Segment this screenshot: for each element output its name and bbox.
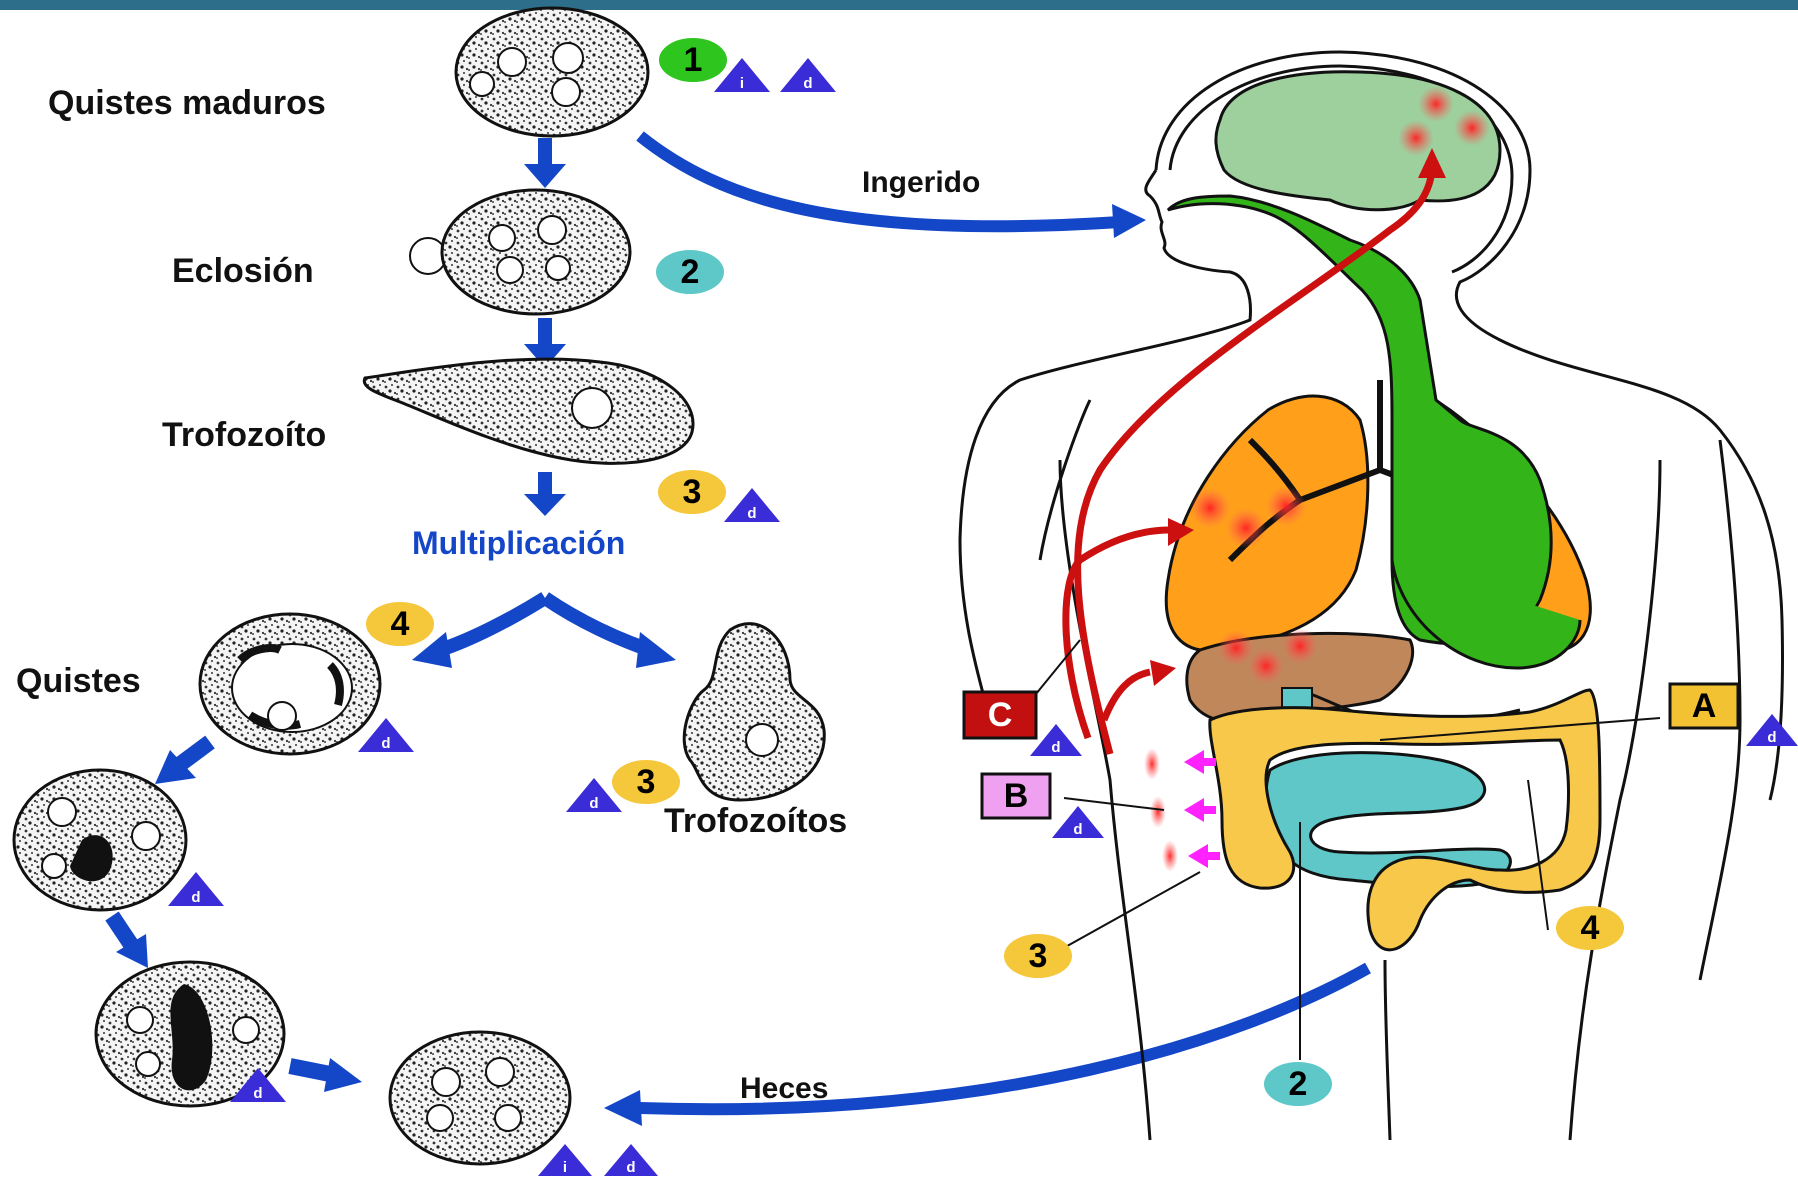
- svg-text:d: d: [589, 795, 598, 812]
- svg-text:i: i: [740, 75, 744, 92]
- svg-text:d: d: [626, 1159, 635, 1176]
- label-multiplication: Multiplicación: [412, 525, 625, 561]
- label-ingested: Ingerido: [862, 166, 980, 199]
- svg-text:i: i: [563, 1159, 567, 1176]
- infective-stage-marker: i: [538, 1144, 592, 1176]
- svg-text:3: 3: [683, 473, 702, 511]
- step-3-badge: 3: [1004, 934, 1072, 978]
- red-arrowhead: [1150, 660, 1176, 686]
- feces-arrow: [604, 968, 1368, 1126]
- diagnostic-stage-marker: d: [1746, 714, 1798, 746]
- down-arrow: [524, 138, 566, 188]
- box-A: A: [1670, 684, 1738, 728]
- svg-text:4: 4: [391, 605, 410, 643]
- svg-text:1: 1: [684, 41, 703, 79]
- label-cysts: Quistes: [16, 662, 141, 700]
- svg-text:3: 3: [1029, 937, 1048, 975]
- svg-text:d: d: [381, 735, 390, 752]
- svg-text:3: 3: [637, 763, 656, 801]
- step-3-badge: 3: [612, 760, 680, 804]
- step-2-badge: 2: [1264, 1062, 1332, 1106]
- human-body-outline: [960, 52, 1783, 1140]
- label-trophozoite: Trofozoíto: [162, 416, 326, 454]
- svg-text:C: C: [988, 696, 1013, 734]
- svg-text:2: 2: [681, 253, 700, 291]
- cyst-chromatoid: [14, 770, 186, 910]
- down-arrow: [524, 472, 566, 516]
- large-intestine: [1210, 690, 1600, 950]
- box-B: B: [982, 774, 1050, 818]
- hatching-cyst: [410, 190, 630, 314]
- box-C: C: [964, 692, 1036, 738]
- label-hatching: Eclosión: [172, 252, 314, 290]
- label-trophozoites: Trofozoítos: [664, 802, 847, 840]
- svg-text:4: 4: [1581, 909, 1600, 947]
- step-4-badge: 4: [366, 602, 434, 646]
- top-bar: [0, 0, 1798, 10]
- step-2-badge: 2: [656, 250, 724, 294]
- step-3-badge: 3: [658, 470, 726, 514]
- diagnostic-stage-marker: d: [168, 872, 224, 906]
- diagnostic-stage-marker: d: [1030, 724, 1082, 756]
- svg-text:d: d: [191, 889, 200, 906]
- intestinal-ulcers: [1144, 748, 1220, 872]
- svg-text:B: B: [1004, 777, 1029, 815]
- mature-cyst-bottom: [390, 1032, 570, 1164]
- svg-text:d: d: [1051, 739, 1060, 756]
- svg-text:d: d: [253, 1085, 262, 1102]
- step-1-badge: 1: [659, 38, 727, 82]
- diagnostic-stage-marker: d: [780, 58, 836, 92]
- svg-text:d: d: [1073, 821, 1082, 838]
- svg-text:A: A: [1692, 687, 1717, 725]
- right-arrow: [290, 1058, 362, 1092]
- diagonal-arrow: [155, 742, 210, 784]
- split-arrows: [412, 598, 676, 668]
- trophozoite-shape: [364, 359, 693, 463]
- svg-text:d: d: [1767, 729, 1776, 746]
- svg-text:d: d: [803, 75, 812, 92]
- trophozoite-right: [684, 624, 824, 800]
- svg-text:2: 2: [1289, 1065, 1308, 1103]
- diagnostic-stage-marker: d: [604, 1144, 658, 1176]
- brain: [1216, 72, 1500, 210]
- cyst-forming: [200, 614, 380, 754]
- diagonal-arrow: [112, 916, 148, 968]
- diagnostic-stage-marker: d: [724, 488, 780, 522]
- step-4-badge: 4: [1556, 906, 1624, 950]
- label-mature-cysts: Quistes maduros: [48, 84, 326, 122]
- svg-text:d: d: [747, 505, 756, 522]
- diagnostic-stage-marker: d: [1052, 806, 1104, 838]
- label-feces: Heces: [740, 1072, 828, 1105]
